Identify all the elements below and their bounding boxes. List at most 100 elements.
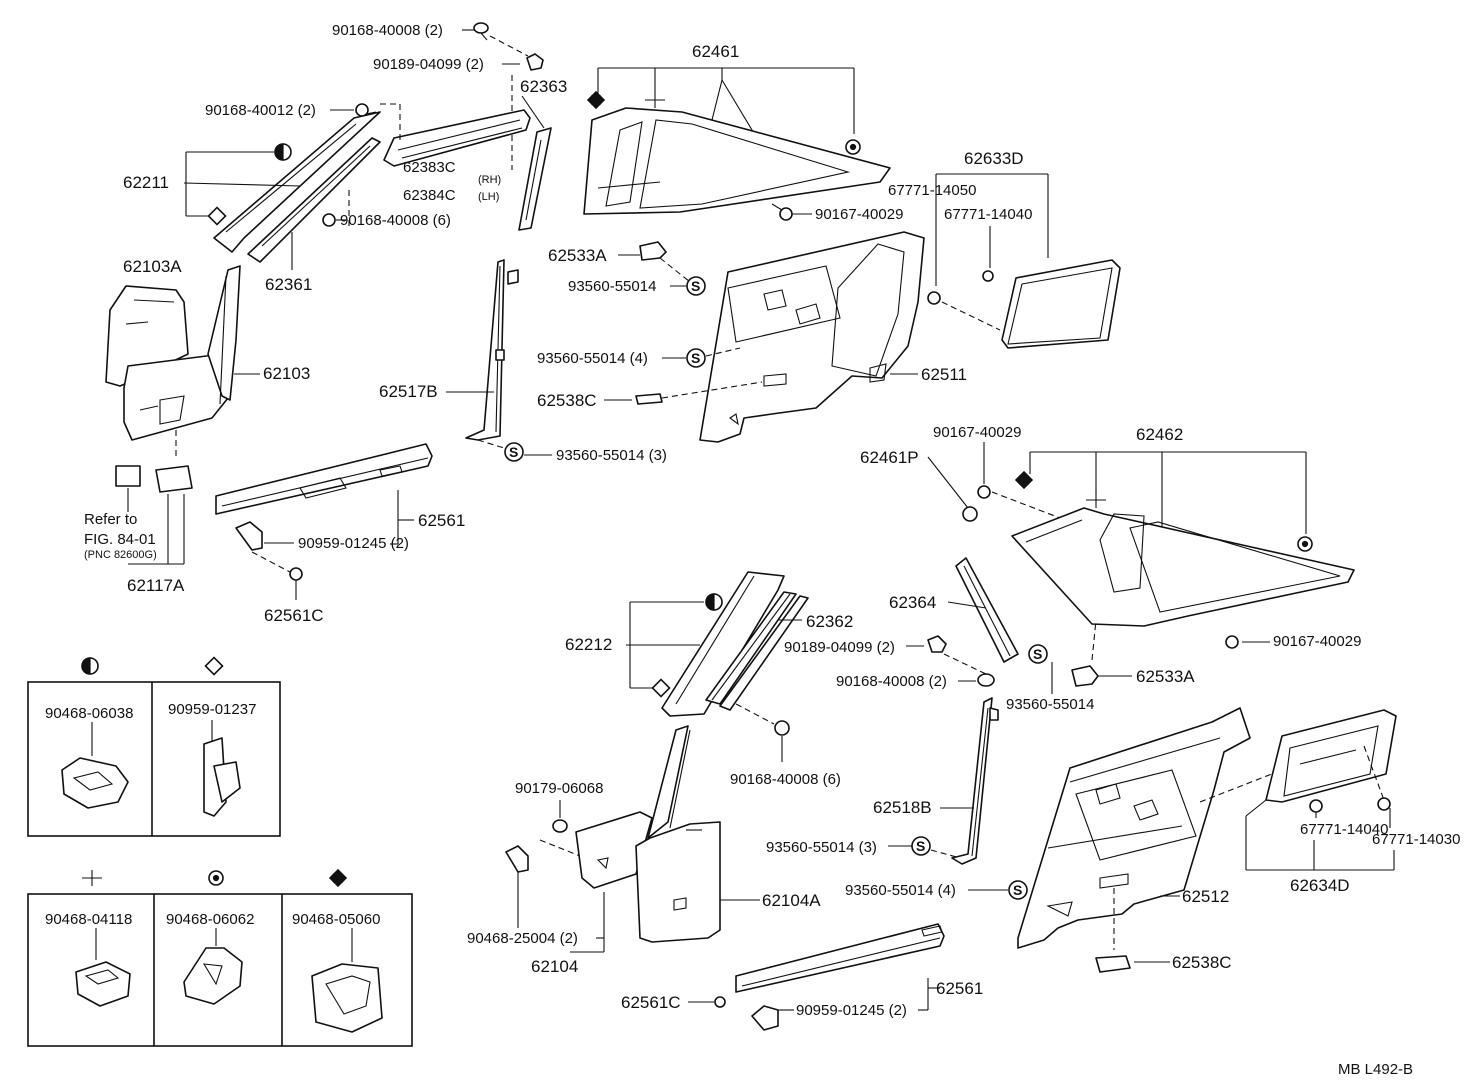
label-62211[interactable]: 62211 — [123, 173, 169, 192]
label-62212[interactable]: 62212 — [565, 635, 612, 654]
label-62561b[interactable]: 62561 — [936, 979, 983, 998]
label-90468-25004-2[interactable]: 90468-25004 (2) — [467, 930, 578, 947]
label-93560-55014-3b[interactable]: 93560-55014 (3) — [766, 839, 877, 856]
label-90168-40012-2[interactable]: 90168-40012 (2) — [205, 102, 316, 119]
scuff-plate-62561-upper: 62561 90959-01245 (2) 62561C — [215, 443, 465, 625]
label-62511[interactable]: 62511 — [921, 365, 967, 384]
nut-icon — [552, 819, 568, 833]
label-62117A[interactable]: 62117A — [127, 576, 185, 595]
label-62461[interactable]: 62461 — [692, 42, 739, 61]
s-clip-icon: S — [686, 276, 706, 296]
ring-icon — [208, 870, 224, 886]
label-62561C-b[interactable]: 62561C — [621, 993, 681, 1012]
retainer-62533A-upper: 62533A 93560-55014 S — [548, 241, 706, 296]
screw-icon — [977, 673, 995, 687]
label-90167-40029a[interactable]: 90167-40029 — [815, 206, 903, 223]
screw-icon — [473, 22, 489, 41]
label-93560-55014-4b[interactable]: 93560-55014 (4) — [845, 882, 956, 899]
s-clip-icon: S — [504, 442, 524, 462]
label-62633D[interactable]: 62633D — [964, 149, 1024, 168]
label-62538C-a[interactable]: 62538C — [537, 391, 597, 410]
clip-part-drawing — [61, 757, 129, 809]
legend-90468-04118[interactable]: 90468-04118 — [45, 911, 132, 928]
legend-90959-01237[interactable]: 90959-01237 — [168, 701, 256, 718]
cross-icon — [82, 870, 102, 886]
label-fig-84-01[interactable]: FIG. 84-01 — [84, 531, 156, 548]
label-90167-40029c[interactable]: 90167-40029 — [1273, 633, 1361, 650]
four-dot-icon — [1014, 470, 1034, 490]
label-62462[interactable]: 62462 — [1136, 425, 1183, 444]
screw-icon — [774, 720, 790, 736]
label-90168-40008-6a[interactable]: 90168-40008 (6) — [340, 212, 451, 229]
label-62363[interactable]: 62363 — [520, 77, 567, 96]
ring-icon — [1297, 536, 1313, 552]
half-circle-icon — [705, 593, 723, 611]
label-62561a[interactable]: 62561 — [418, 511, 465, 530]
pillar-trim-62363 — [518, 127, 552, 231]
s-clip-icon: S — [686, 348, 706, 368]
svg-text:S: S — [916, 838, 925, 854]
label-62634D[interactable]: 62634D — [1290, 876, 1350, 895]
cap-icon — [962, 506, 978, 522]
label-67771-14040a[interactable]: 67771-14040 — [944, 206, 1032, 223]
label-62361[interactable]: 62361 — [265, 275, 312, 294]
scuff-plate-62561-lower: 62561 62561C 90959-01245 (2) — [621, 923, 983, 1031]
legend-90468-05060[interactable]: 90468-05060 — [292, 911, 380, 928]
label-90959-01245-2a[interactable]: 90959-01245 (2) — [298, 535, 409, 552]
diamond-icon — [651, 678, 671, 698]
label-62533A-b[interactable]: 62533A — [1136, 667, 1195, 686]
quarter-trim-62511: 62511 93560-55014 (4) S 62538C — [537, 231, 967, 443]
svg-text:S: S — [1033, 646, 1042, 662]
label-90168-40008-6b[interactable]: 90168-40008 (6) — [730, 771, 841, 788]
panel-62634D: 67771-14030 67771-14040 62634D — [1245, 709, 1460, 895]
legend-bottom: 90468-04118 90468-06062 90468-05060 — [27, 868, 413, 1047]
label-93560-55014b[interactable]: 93560-55014 — [1006, 696, 1094, 713]
label-62538C-b[interactable]: 62538C — [1172, 953, 1232, 972]
label-62461P[interactable]: 62461P — [860, 448, 919, 467]
pillar-62211: 90168-40012 (2) 62211 90168-40008 (6) 62… — [123, 102, 451, 294]
label-93560-55014-4a[interactable]: 93560-55014 (4) — [537, 350, 648, 367]
diamond-icon — [207, 206, 227, 226]
label-90168-40008-2b[interactable]: 90168-40008 (2) — [836, 673, 947, 690]
svg-text:S: S — [509, 444, 518, 460]
label-refer-to: Refer to — [84, 511, 137, 528]
label-62103[interactable]: 62103 — [263, 364, 310, 383]
s-clip-icon: S — [911, 836, 931, 856]
label-67771-14040b[interactable]: 67771-14040 — [1300, 821, 1388, 838]
label-62364[interactable]: 62364 — [889, 593, 936, 612]
label-62518B[interactable]: 62518B — [873, 798, 932, 817]
label-62362[interactable]: 62362 — [806, 612, 853, 631]
label-62517B[interactable]: 62517B — [379, 382, 438, 401]
label-62384C[interactable]: 62384C — [403, 187, 456, 204]
four-dot-icon — [586, 90, 606, 110]
push-pin-icon — [927, 270, 994, 305]
label-62512[interactable]: 62512 — [1182, 887, 1229, 906]
label-90189-04099-2b[interactable]: 90189-04099 (2) — [784, 639, 895, 656]
legend-90468-06038[interactable]: 90468-06038 — [45, 705, 133, 722]
label-62104A[interactable]: 62104A — [762, 891, 821, 910]
label-90168-40008-2[interactable]: 90168-40008 (2) — [332, 22, 443, 39]
quarter-trim-62512: 62512 93560-55014 (4) S 62538C — [845, 707, 1283, 973]
label-62103A[interactable]: 62103A — [123, 257, 182, 276]
label-62383C[interactable]: 62383C — [403, 159, 456, 176]
label-90167-40029b[interactable]: 90167-40029 — [933, 424, 1021, 441]
label-93560-55014a[interactable]: 93560-55014 — [568, 278, 656, 295]
label-93560-55014-3a[interactable]: 93560-55014 (3) — [556, 447, 667, 464]
label-90959-01245-2b[interactable]: 90959-01245 (2) — [796, 1002, 907, 1019]
screw-icon — [322, 213, 336, 227]
label-67771-14050[interactable]: 67771-14050 — [888, 182, 976, 199]
roof-rail-62383C: 62383C (RH) 62384C (LH) — [383, 109, 531, 204]
label-rh: (RH) — [478, 174, 501, 186]
label-62561C-a[interactable]: 62561C — [264, 606, 324, 625]
push-pin-icon — [1309, 797, 1391, 813]
label-90189-04099-2[interactable]: 90189-04099 (2) — [373, 56, 484, 73]
label-90179-06068[interactable]: 90179-06068 — [515, 780, 603, 797]
label-67771-14030[interactable]: 67771-14030 — [1372, 831, 1460, 848]
trim-62103: 62103A 62103 Refer to FIG. 84-01 (PNC 82… — [84, 257, 310, 595]
screw-icon — [1225, 635, 1239, 649]
label-62104[interactable]: 62104 — [531, 957, 578, 976]
s-clip-icon: S — [1028, 644, 1048, 664]
label-62533A-a[interactable]: 62533A — [548, 246, 607, 265]
legend-90468-06062[interactable]: 90468-06062 — [166, 911, 254, 928]
